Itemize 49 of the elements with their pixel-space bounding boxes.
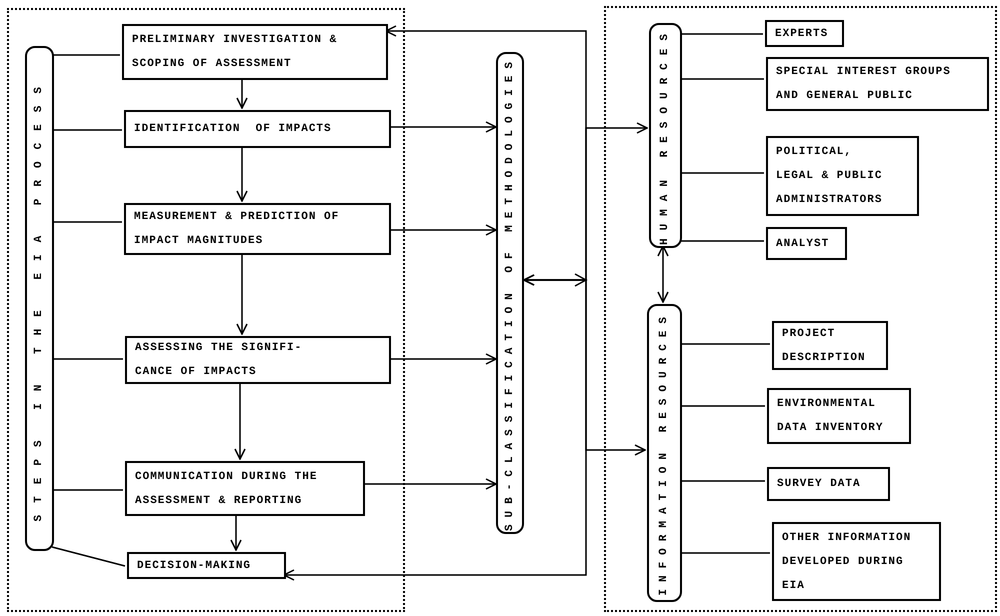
vertical-pill — [25, 46, 54, 551]
process-box — [122, 24, 388, 80]
process-box — [766, 136, 919, 216]
vertical-label: INFORMATION RESOURCES — [657, 310, 672, 596]
process-box — [125, 461, 365, 516]
step-text: EXPERTS — [775, 26, 830, 42]
connector-arrow — [389, 121, 497, 133]
connector-arrow — [236, 146, 248, 202]
step-text: OTHER INFORMATION DEVELOPED DURING EIA — [782, 530, 912, 594]
connector-arrow — [236, 78, 248, 109]
step-text: POLITICAL, LEGAL & PUBLIC ADMINISTRATORS — [776, 145, 884, 208]
vertical-pill — [649, 23, 682, 248]
process-box — [772, 321, 888, 370]
process-box — [766, 57, 989, 111]
connector-arrow — [236, 253, 248, 335]
process-box — [127, 552, 286, 579]
step-text: DECISION-MAKING — [137, 558, 252, 574]
process-box — [765, 20, 844, 47]
process-box — [125, 336, 391, 384]
vertical-pill — [647, 304, 682, 602]
connector-arrow — [523, 274, 646, 456]
step-text: ANALYST — [776, 236, 830, 252]
connector-arrow — [657, 245, 669, 303]
vertical-label: SUB-CLASSIFICATION OF METHODOLOGIES — [502, 54, 517, 532]
connector-arrow — [389, 224, 497, 236]
step-text: ENVIRONMENTAL DATA INVENTORY — [777, 397, 884, 436]
step-text: PROJECT DESCRIPTION — [782, 326, 867, 366]
connector-arrow — [230, 514, 242, 551]
step-text: MEASUREMENT & PREDICTION OF IMPACT MAGNITUDES — [134, 210, 340, 249]
step-text: SPECIAL INTEREST GROUPS AND GENERAL PUBLIC — [776, 65, 952, 104]
process-box — [124, 203, 391, 255]
step-text: COMMUNICATION DURING THE ASSESSMENT & REPORTING — [135, 470, 318, 508]
dotted-frame — [604, 6, 997, 612]
step-text: PRELIMINARY INVESTIGATION & SCOPING OF ASSESSMENT — [132, 33, 338, 72]
process-box — [766, 227, 847, 260]
process-box — [124, 110, 391, 148]
step-text: IDENTIFICATION OF IMPACTS — [134, 122, 333, 137]
vertical-pill — [496, 52, 524, 534]
process-box — [767, 388, 911, 444]
vertical-label: HUMAN RESOURCES — [658, 26, 672, 246]
step-text: SURVEY DATA — [777, 477, 862, 492]
process-box — [767, 467, 890, 501]
connector-arrow — [234, 382, 246, 460]
dotted-frame — [7, 8, 405, 612]
step-text: ASSESSING THE SIGNIFI- CANCE OF IMPACTS — [135, 341, 304, 380]
vertical-label: STEPS IN THE EIA PROCESS — [32, 75, 46, 522]
connector-arrow — [363, 478, 497, 490]
connector-arrow — [389, 353, 497, 365]
process-box — [772, 522, 941, 601]
